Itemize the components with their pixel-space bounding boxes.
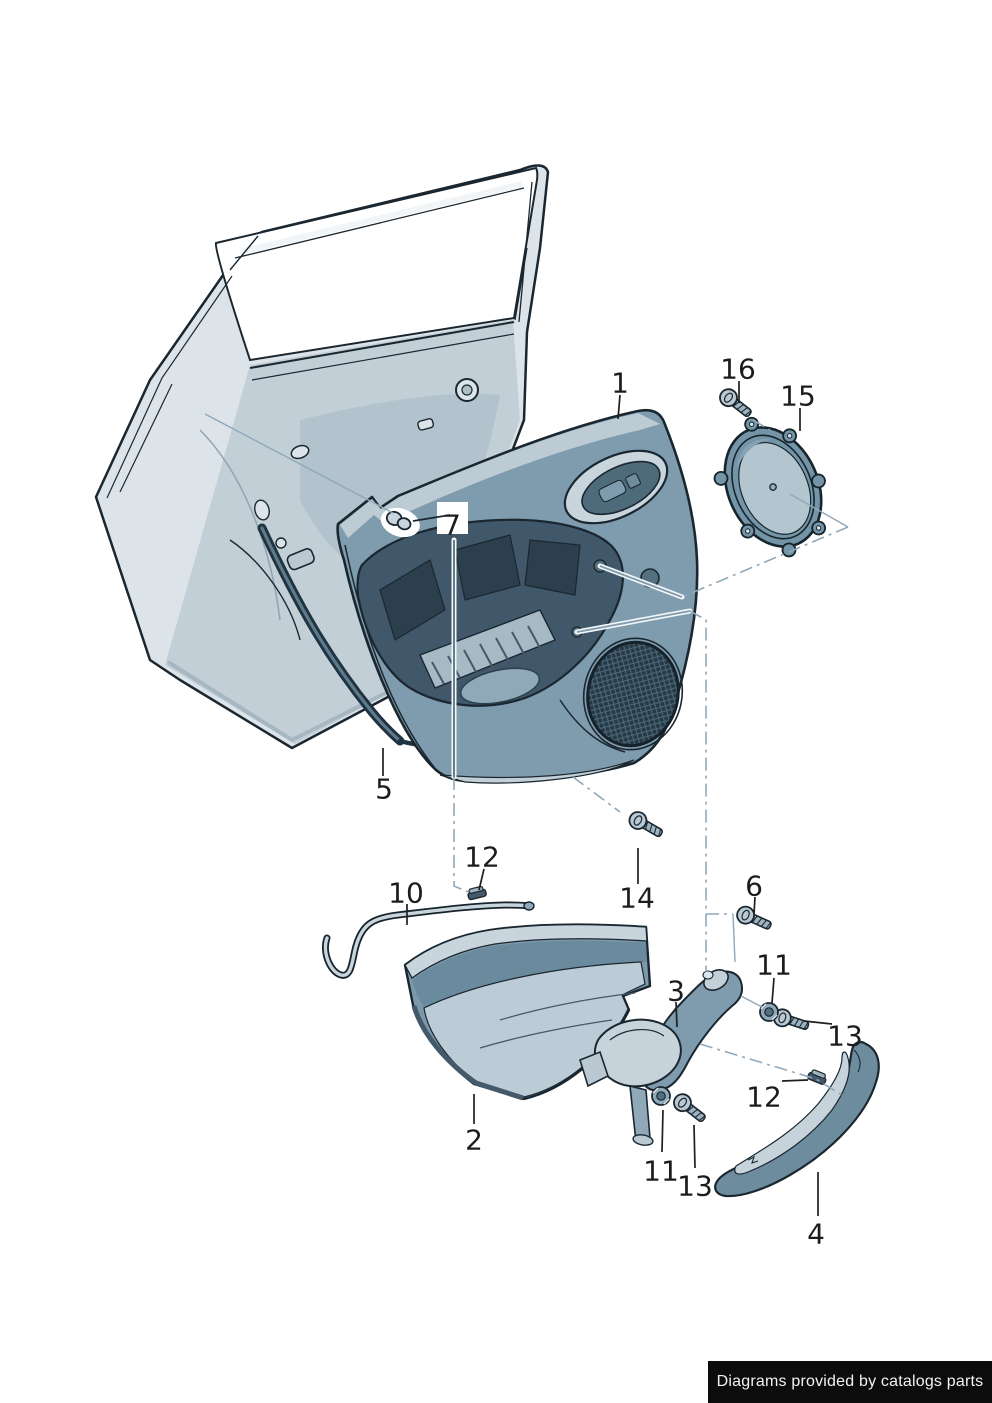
retaining-rod (322, 901, 535, 979)
door-latch-detail (275, 537, 315, 571)
part-label-13[interactable]: 13 (677, 1170, 713, 1203)
label-leader-11 (661, 1109, 664, 1153)
watermark-text: Diagrams provided by catalogs parts (716, 1373, 984, 1390)
speaker-cover-screw (715, 384, 756, 422)
window-aperture (214, 166, 539, 362)
map-pocket (403, 923, 652, 1101)
label-leader-12 (781, 1079, 809, 1082)
armrest-trim (714, 1040, 880, 1198)
label-leader-6 (753, 896, 756, 915)
pull-handle-bracket (579, 969, 743, 1146)
part-label-1[interactable]: 1 (611, 367, 629, 400)
label-leader-11 (771, 977, 775, 1004)
label-leader-13 (693, 1124, 696, 1169)
screw-14 (625, 807, 667, 843)
part-label-6[interactable]: 6 (745, 870, 763, 903)
part-label-14[interactable]: 14 (619, 882, 655, 915)
part-label-5[interactable]: 5 (375, 773, 393, 806)
part-label-2[interactable]: 2 (465, 1124, 483, 1157)
part-label-4[interactable]: 4 (807, 1218, 825, 1251)
callout-boxes (437, 502, 468, 534)
speaker-cover (713, 416, 827, 558)
part-label-11[interactable]: 11 (643, 1155, 679, 1188)
label-leader-3 (675, 1001, 678, 1028)
nut-11-upper (759, 1002, 779, 1022)
part-label-10[interactable]: 10 (388, 877, 424, 910)
label-leader-1 (617, 394, 621, 420)
part-label-12[interactable]: 12 (746, 1081, 782, 1114)
door-handle-recess (563, 449, 669, 525)
part-label-3[interactable]: 3 (667, 975, 685, 1008)
part-label-15[interactable]: 15 (780, 380, 816, 413)
part-label-11[interactable]: 11 (756, 949, 792, 982)
label-leader-13 (803, 1020, 833, 1025)
part-label-13[interactable]: 13 (827, 1020, 863, 1053)
alignment-leader-lines (204, 413, 849, 1098)
label-leader-12 (478, 868, 485, 891)
door-trim-panel (336, 408, 699, 784)
trim-speaker-grille (582, 637, 684, 751)
clip-12-upper (465, 884, 488, 901)
watermark-bar: Diagrams provided by catalogs parts (708, 1361, 992, 1403)
part-label-12[interactable]: 12 (464, 841, 500, 874)
bolt-13-lower (669, 1089, 710, 1127)
nut-11-lower (651, 1086, 671, 1106)
callout-box-7 (437, 502, 468, 534)
part-label-16[interactable]: 16 (720, 353, 756, 386)
trim-clip-7 (380, 507, 420, 538)
part-label-7[interactable]: 7 (443, 509, 461, 542)
